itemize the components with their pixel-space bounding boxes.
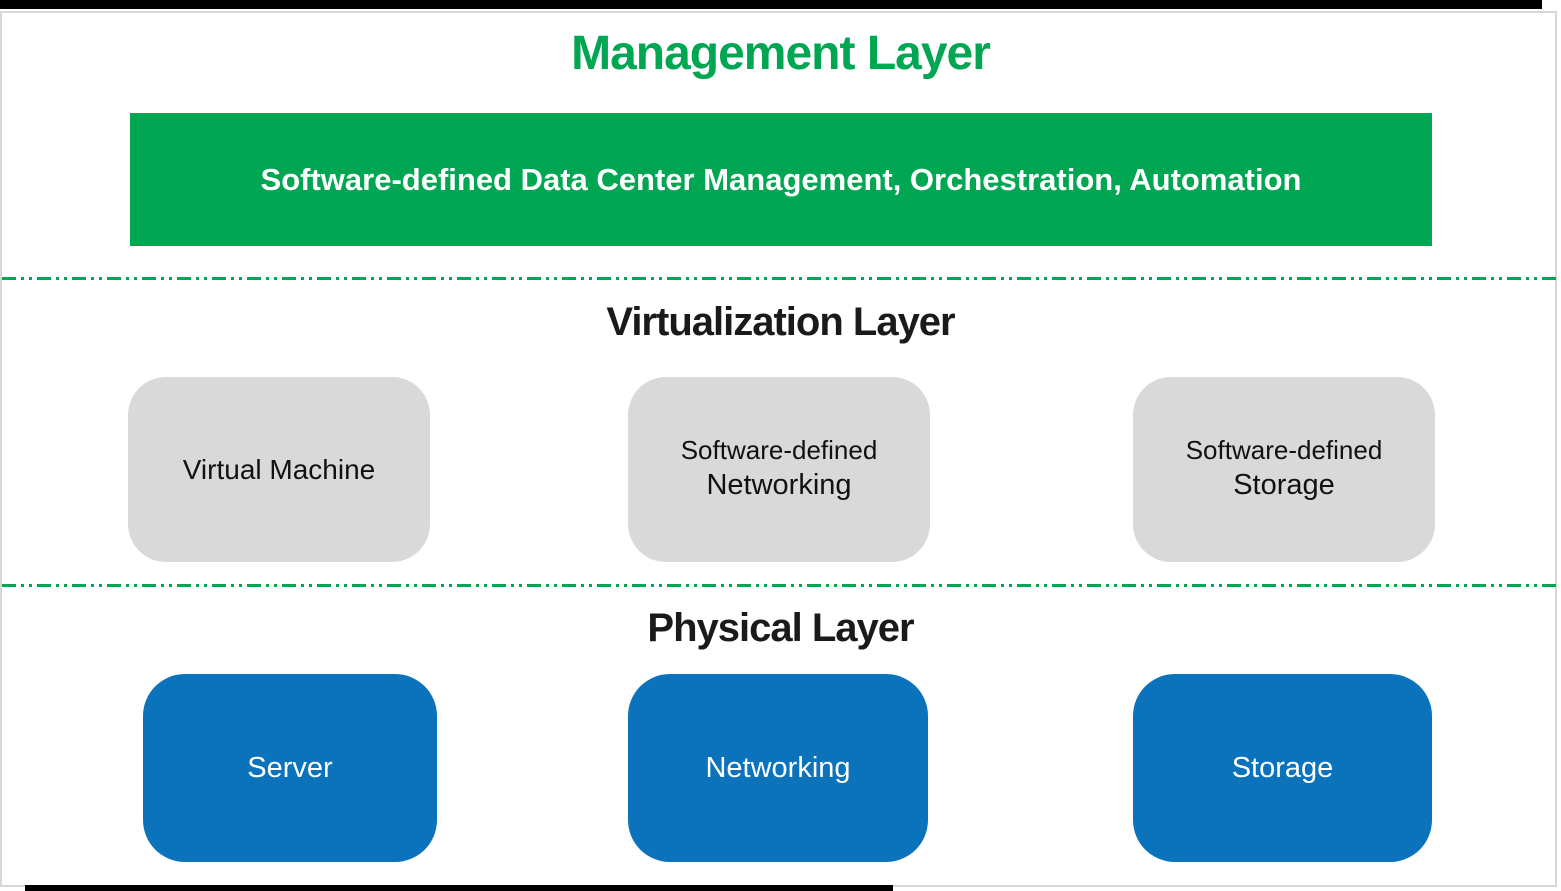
sdn-label-line2: Networking	[706, 469, 852, 502]
software-defined-storage-box: Software-defined Storage	[1133, 377, 1435, 562]
virtualization-layer-title: Virtualization Layer	[606, 300, 955, 344]
management-banner-label: Software-defined Data Center Management,…	[260, 161, 1302, 197]
software-defined-networking-box: Software-defined Networking	[628, 377, 930, 562]
server-label: Server	[247, 751, 333, 784]
virtual-machine-label: Virtual Machine	[182, 453, 376, 485]
server-box: Server	[143, 674, 437, 862]
physical-layer-title: Physical Layer	[647, 606, 914, 650]
storage-label: Storage	[1231, 751, 1334, 784]
sds-label-line1: Software-defined	[1185, 434, 1383, 465]
layer-divider-top	[2, 277, 1557, 280]
top-black-bar	[0, 0, 1542, 9]
storage-box: Storage	[1133, 674, 1432, 862]
bottom-black-bar	[25, 885, 893, 891]
networking-box: Networking	[628, 674, 928, 862]
layer-divider-bottom	[2, 584, 1557, 587]
management-banner-box: Software-defined Data Center Management,…	[130, 113, 1432, 246]
management-layer-title: Management Layer	[571, 27, 991, 80]
networking-label: Networking	[705, 751, 851, 784]
virtual-machine-box: Virtual Machine	[128, 377, 430, 562]
sds-label-line2: Storage	[1233, 469, 1335, 502]
sdn-label-line1: Software-defined	[680, 434, 878, 465]
